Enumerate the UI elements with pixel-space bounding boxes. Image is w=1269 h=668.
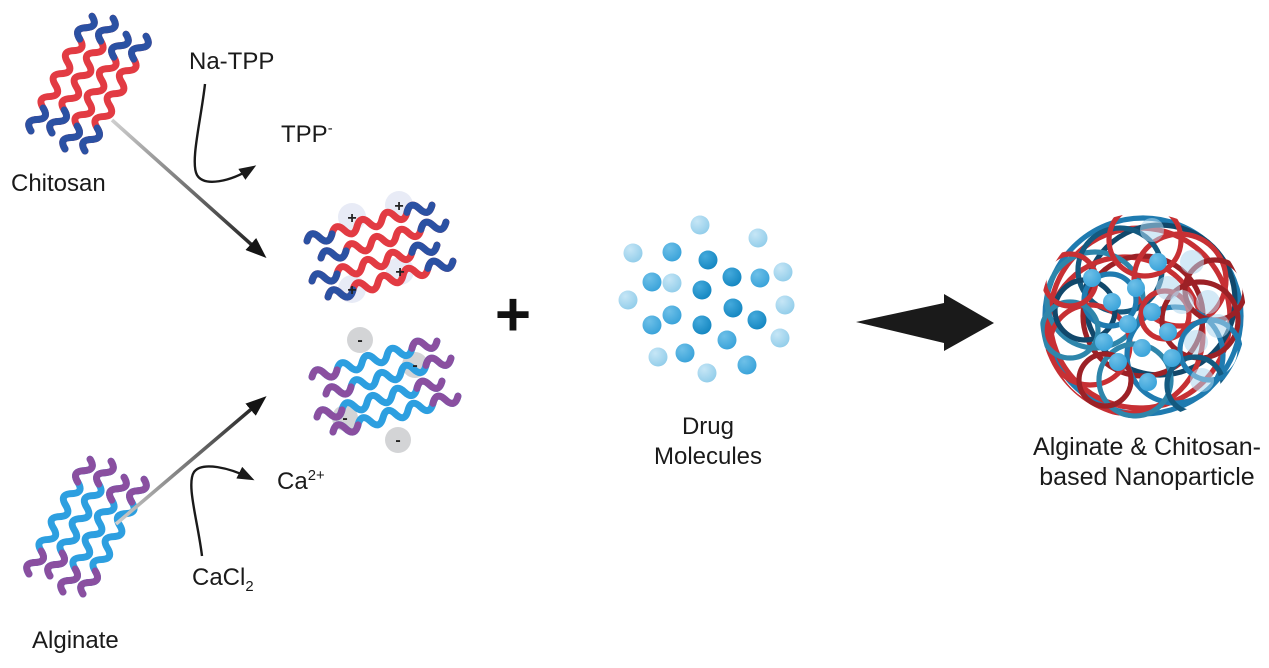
na-tpp-curved-arrow xyxy=(193,83,257,183)
tpp-superscript: - xyxy=(327,121,333,137)
alginate-label: Alginate xyxy=(32,627,119,654)
cacl2-subscript: 2 xyxy=(245,578,254,595)
negative-charge-symbol: - xyxy=(342,410,347,427)
drug-label-line2: Molecules xyxy=(653,443,763,470)
positive-charge-symbol: + xyxy=(347,282,356,299)
cacl2-label: CaCl2 xyxy=(192,564,254,595)
negative-charge-symbol: - xyxy=(395,432,400,449)
drug-label-line1: Drug xyxy=(681,413,735,440)
drug-molecules-cluster xyxy=(618,215,795,383)
result-arrow xyxy=(856,294,994,351)
positive-charge-symbol: + xyxy=(347,210,356,227)
negative-charge-symbol: - xyxy=(357,332,362,349)
chitosan-label: Chitosan xyxy=(11,170,106,197)
alginate-polymer-illustration xyxy=(24,457,149,597)
drug-molecules-label: Drug Molecules xyxy=(654,412,762,472)
nanoparticle-label-line2: based Nanoparticle xyxy=(1039,463,1255,491)
ca-superscript: 2+ xyxy=(307,468,325,484)
na-tpp-label: Na-TPP xyxy=(189,48,275,75)
alginate-reaction-arrow xyxy=(114,396,267,526)
tpp-base-text: TPP xyxy=(281,121,328,148)
negative-charge-symbol: - xyxy=(412,357,417,374)
plus-operator: + xyxy=(494,280,532,350)
nanoparticle-label-line1: Alginate & Chitosan- xyxy=(1033,433,1261,461)
alginate-charged-cluster: - - - - xyxy=(310,327,459,453)
positive-charge-symbol: + xyxy=(394,198,403,215)
chitosan-polymer-illustration xyxy=(26,14,151,154)
chitosan-reaction-arrow xyxy=(110,118,267,258)
nanoparticle-illustration xyxy=(1040,213,1246,419)
nanoparticle-label: Alginate & Chitosan- based Nanoparticle xyxy=(1033,432,1261,492)
chitosan-charged-cluster: + + + + xyxy=(305,191,454,303)
positive-charge-symbol: + xyxy=(395,264,404,281)
ca-base-text: Ca xyxy=(277,468,308,495)
calcium-ion-label: Ca2+ xyxy=(277,468,325,496)
cacl2-curved-arrow xyxy=(190,465,255,557)
tpp-product-label: TPP- xyxy=(281,121,333,149)
cacl2-base-text: CaCl xyxy=(192,564,246,591)
encapsulated-drug-molecules xyxy=(1083,218,1230,392)
